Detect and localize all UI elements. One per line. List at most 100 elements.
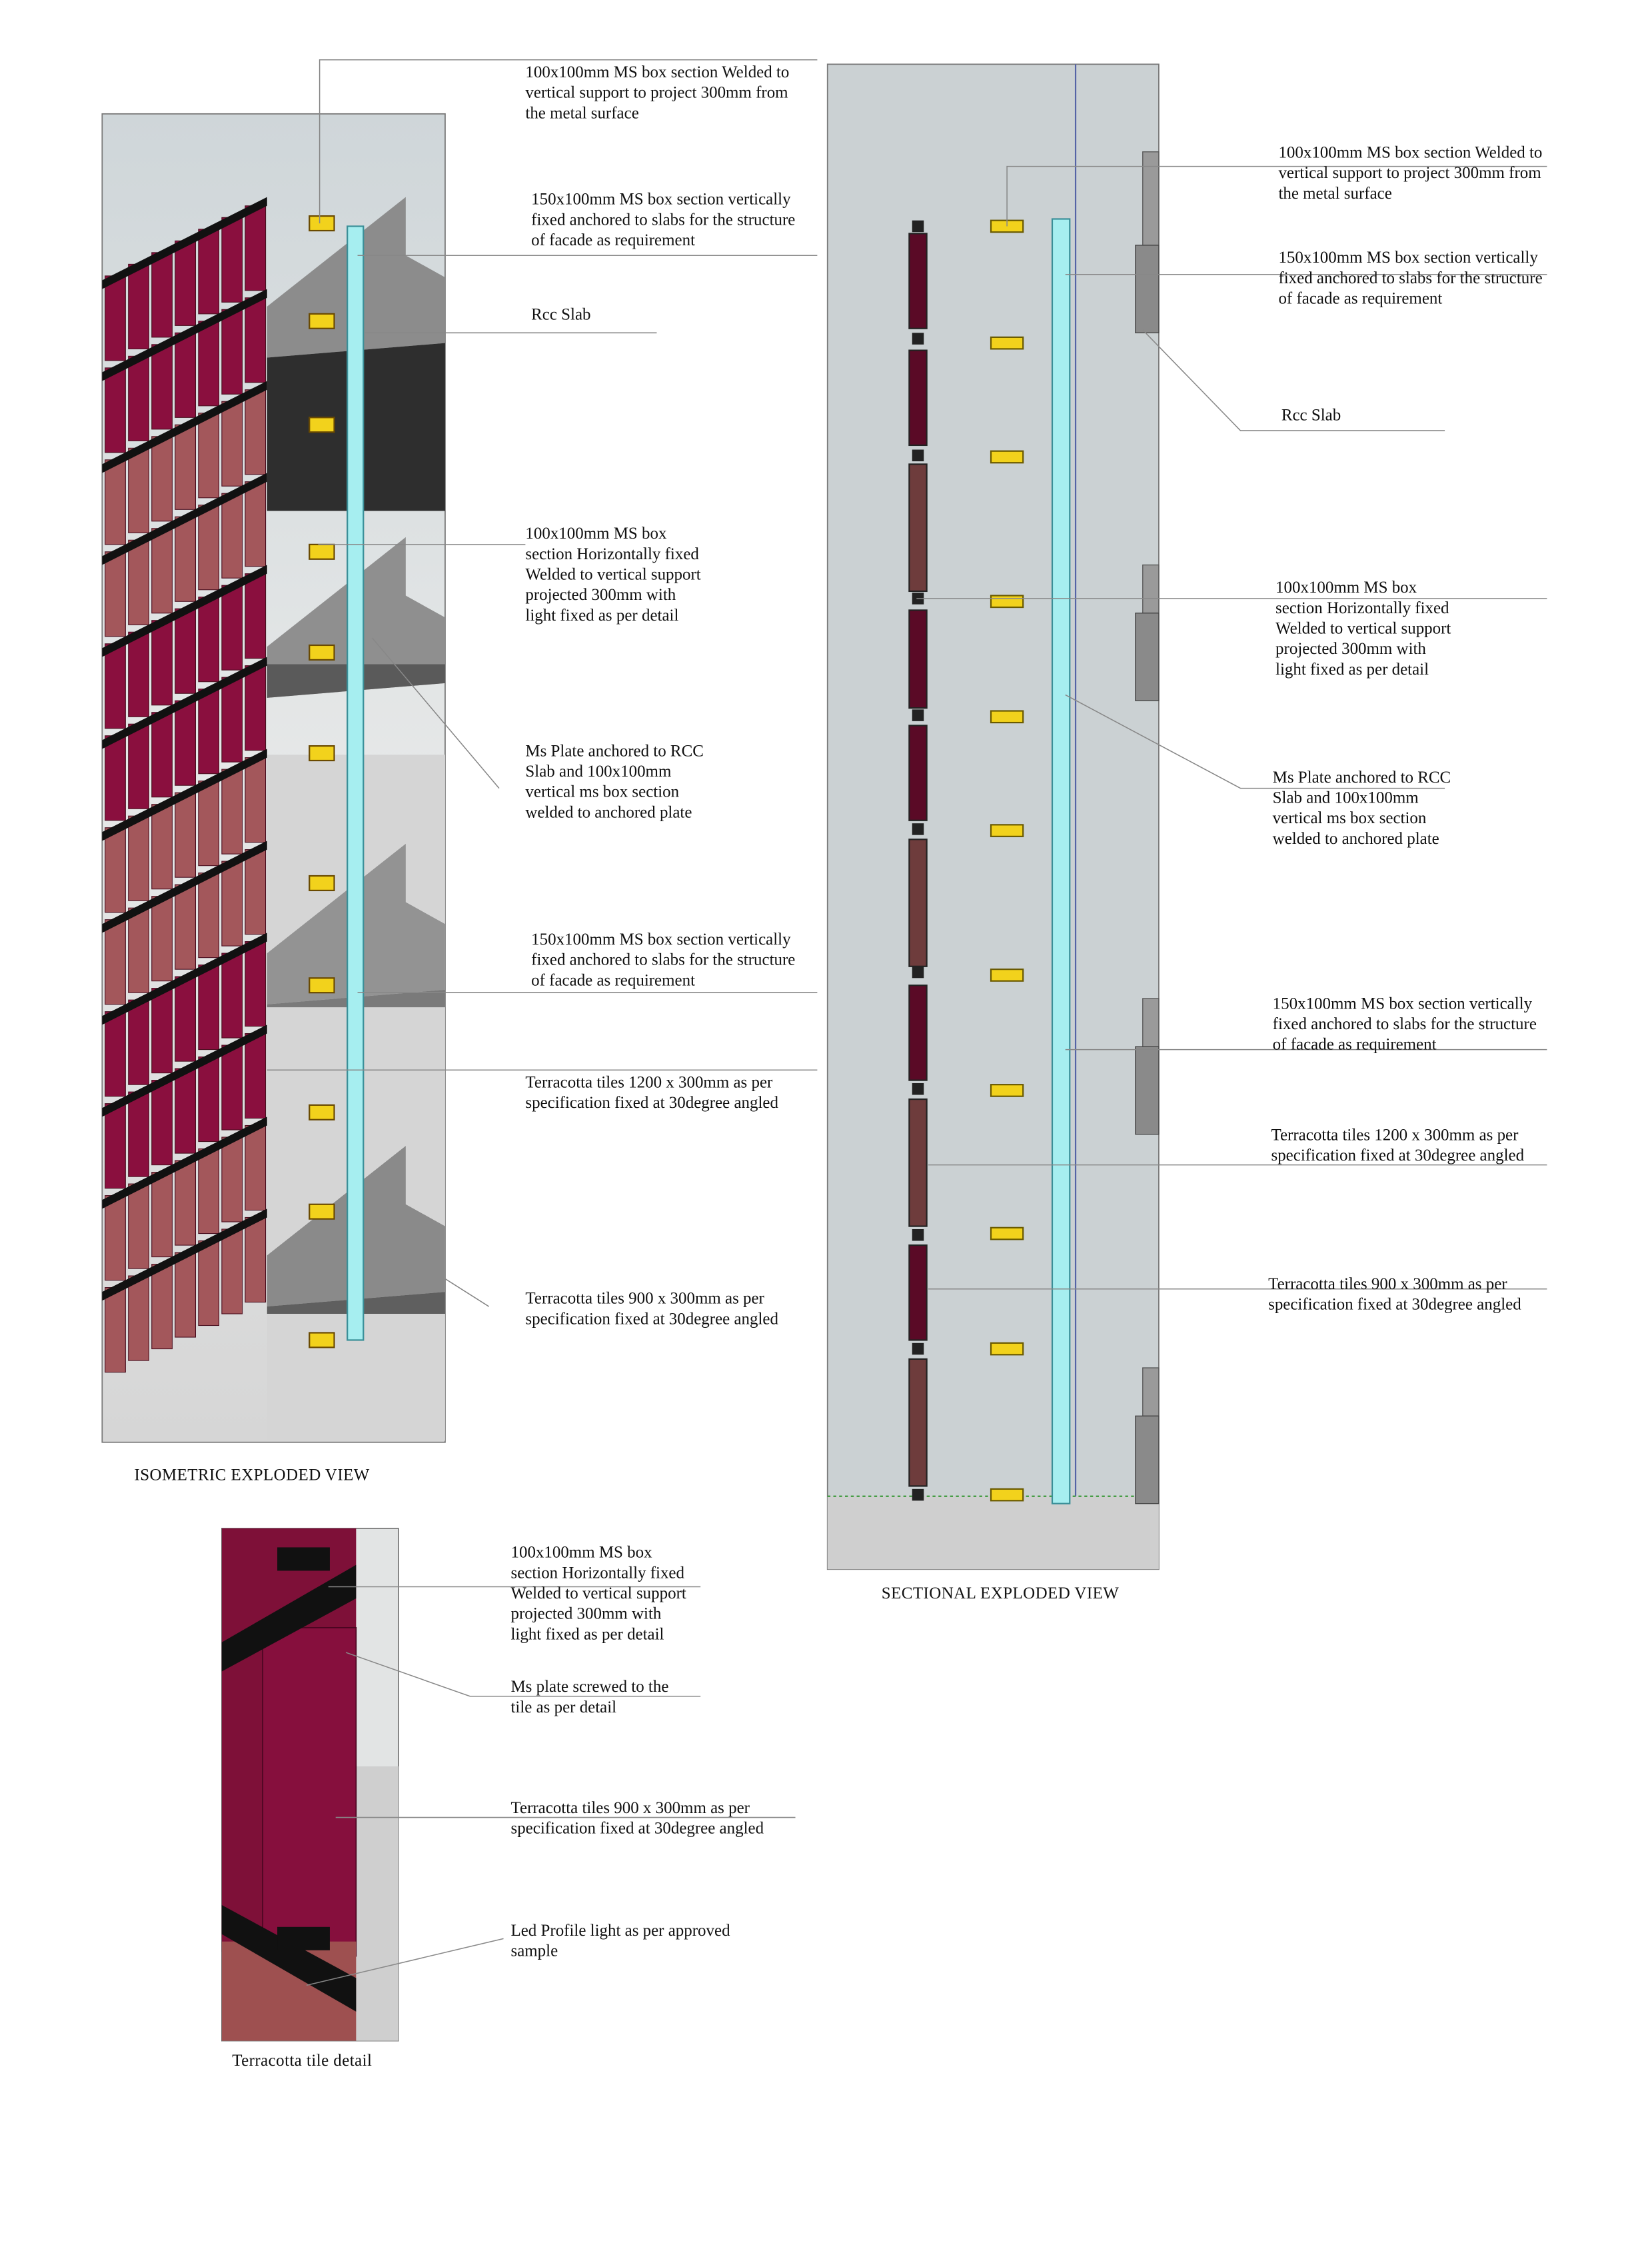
terracotta-tile	[198, 413, 220, 499]
terracotta-tile	[105, 1011, 126, 1097]
led-light	[990, 969, 1024, 982]
leader-line	[444, 1278, 490, 1307]
led-light	[990, 1488, 1024, 1502]
annotation-line: 150x100mm MS box section vertically	[1278, 249, 1538, 267]
terracotta-tile	[151, 1172, 173, 1258]
annotation-line: 150x100mm MS box section vertically	[531, 931, 791, 949]
terracotta-tile	[908, 349, 928, 447]
terracotta-tile	[221, 1228, 243, 1314]
terracotta-tile	[175, 792, 197, 878]
annotation-line: 100x100mm MS box section Welded to	[525, 64, 790, 82]
terracotta-tile	[221, 953, 243, 1039]
terracotta-tile	[198, 321, 220, 407]
terracotta-tile	[245, 1125, 267, 1211]
annotation-line: sample	[510, 1942, 558, 1961]
annotation-line: Slab and 100x100mm	[525, 763, 672, 781]
annotation-line: fixed anchored to slabs for the structur…	[1272, 1016, 1537, 1034]
terracotta-tile	[175, 700, 197, 786]
terracotta-tile	[151, 988, 173, 1074]
annotation-line: Ms Plate anchored to RCC	[525, 743, 704, 761]
terracotta-tile	[175, 1160, 197, 1246]
isometric-view	[101, 113, 446, 1443]
terracotta-tile	[221, 1136, 243, 1222]
terracotta-tile	[245, 941, 267, 1027]
terracotta-tile	[221, 493, 243, 579]
terracotta-tile	[175, 1068, 197, 1154]
leader-line	[319, 59, 818, 224]
annotation-line: 100x100mm MS box	[1275, 579, 1417, 597]
annotation-line: of facade as requirement	[1272, 1036, 1437, 1055]
terracotta-tile	[128, 447, 149, 533]
leader-line	[1142, 329, 1445, 431]
terracotta-tile	[128, 999, 149, 1085]
ms-box-section-horizontal	[102, 197, 267, 289]
terracotta-tile	[128, 1183, 149, 1269]
ms-box-section-horizontal	[102, 473, 267, 565]
sectional-caption: SECTIONAL EXPLODED VIEW	[881, 1585, 1120, 1603]
terracotta-tile	[128, 723, 149, 809]
rcc-slab	[1142, 1367, 1160, 1416]
ms-bracket	[912, 449, 924, 462]
led-light	[309, 1203, 335, 1220]
terracotta-tile	[175, 240, 197, 326]
detail-annotation: Ms plate screwed to the tile as per detai…	[511, 1677, 669, 1718]
leader-line	[1006, 165, 1547, 227]
terracotta-tile	[151, 1263, 173, 1350]
terracotta-tile	[221, 769, 243, 855]
led-light	[309, 875, 335, 891]
terracotta-tile	[105, 459, 126, 545]
annotation-line: welded to anchored plate	[525, 804, 692, 822]
isometric-annotation: Rcc Slab	[531, 305, 590, 326]
annotation-line: tile as per detail	[510, 1699, 617, 1717]
rcc-slab	[1142, 998, 1160, 1047]
annotation-line: 150x100mm MS box section vertically	[1272, 995, 1533, 1013]
terracotta-tile	[151, 528, 173, 614]
annotation-line: Welded to vertical support	[525, 566, 701, 584]
annotation-line: of facade as requirement	[531, 232, 696, 250]
annotation-line: vertical support to project 300mm from	[1278, 165, 1541, 183]
ms-box-section-horizontal	[102, 841, 267, 933]
annotation-line: specification fixed at 30degree angled	[1271, 1147, 1525, 1165]
sectional-annotation: 150x100mm MS box section vertically fixed…	[1273, 994, 1537, 1055]
terracotta-tile	[198, 505, 220, 591]
annotation-line: light fixed as per detail	[525, 607, 679, 625]
annotation-line: Ms Plate anchored to RCC	[1272, 769, 1451, 787]
led-light	[990, 1226, 1024, 1240]
terracotta-tile	[198, 1057, 220, 1142]
annotation-line: vertical ms box section	[525, 784, 680, 802]
ms-bracket	[912, 220, 924, 233]
annotation-line: 100x100mm MS box	[510, 1544, 652, 1562]
led-light	[990, 1084, 1024, 1097]
leader-line	[371, 637, 500, 789]
annotation-line: the metal surface	[1278, 185, 1392, 203]
ms-bracket	[912, 333, 924, 345]
terracotta-tile	[151, 620, 173, 706]
annotation-line: Rcc Slab	[531, 306, 591, 325]
terracotta-tile	[198, 597, 220, 683]
terracotta-tile	[198, 1240, 220, 1326]
sectional-view	[826, 63, 1160, 1570]
terracotta-tile	[908, 725, 928, 821]
ms-box-section-horizontal	[102, 1025, 267, 1117]
terracotta-tile	[175, 332, 197, 418]
ms-bracket	[912, 1083, 924, 1095]
terracotta-tile	[128, 631, 149, 717]
rcc-slab	[1142, 564, 1160, 614]
led-light	[309, 977, 335, 994]
annotation-line: Welded to vertical support	[1275, 620, 1451, 639]
ms-bracket	[912, 1488, 924, 1501]
ms-box-section-horizontal	[102, 381, 267, 473]
led-light	[990, 824, 1024, 837]
terracotta-tile	[221, 217, 243, 303]
led-light	[309, 644, 335, 661]
annotation-line: Ms plate screwed to the	[510, 1678, 669, 1696]
terracotta-tile	[908, 463, 928, 593]
terracotta-tile	[105, 367, 126, 453]
